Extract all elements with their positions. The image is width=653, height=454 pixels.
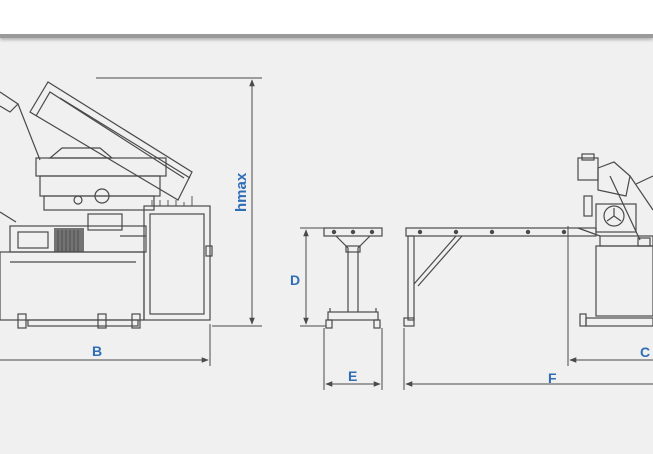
e-label: E <box>348 368 357 384</box>
hmax-dimension <box>96 77 262 327</box>
d-dimension <box>300 227 326 327</box>
diagram-canvas: hmax B D E <box>0 38 653 449</box>
b-label: B <box>92 343 102 359</box>
hmax-label: hmax <box>233 172 250 212</box>
roller-stand-side-view <box>323 227 383 329</box>
top-bar <box>0 0 653 38</box>
long-roller-table <box>403 227 597 327</box>
saw-machine-side-view <box>577 153 653 327</box>
saw-machine-front-view <box>0 81 213 329</box>
f-label: F <box>548 370 557 386</box>
c-label: C <box>640 344 650 360</box>
d-label: D <box>290 272 300 288</box>
c-dimension <box>567 226 653 366</box>
e-dimension <box>323 328 383 390</box>
machine-dimension-drawing: hmax B D E <box>0 77 653 390</box>
b-dimension <box>0 324 211 366</box>
f-dimension <box>403 328 653 390</box>
